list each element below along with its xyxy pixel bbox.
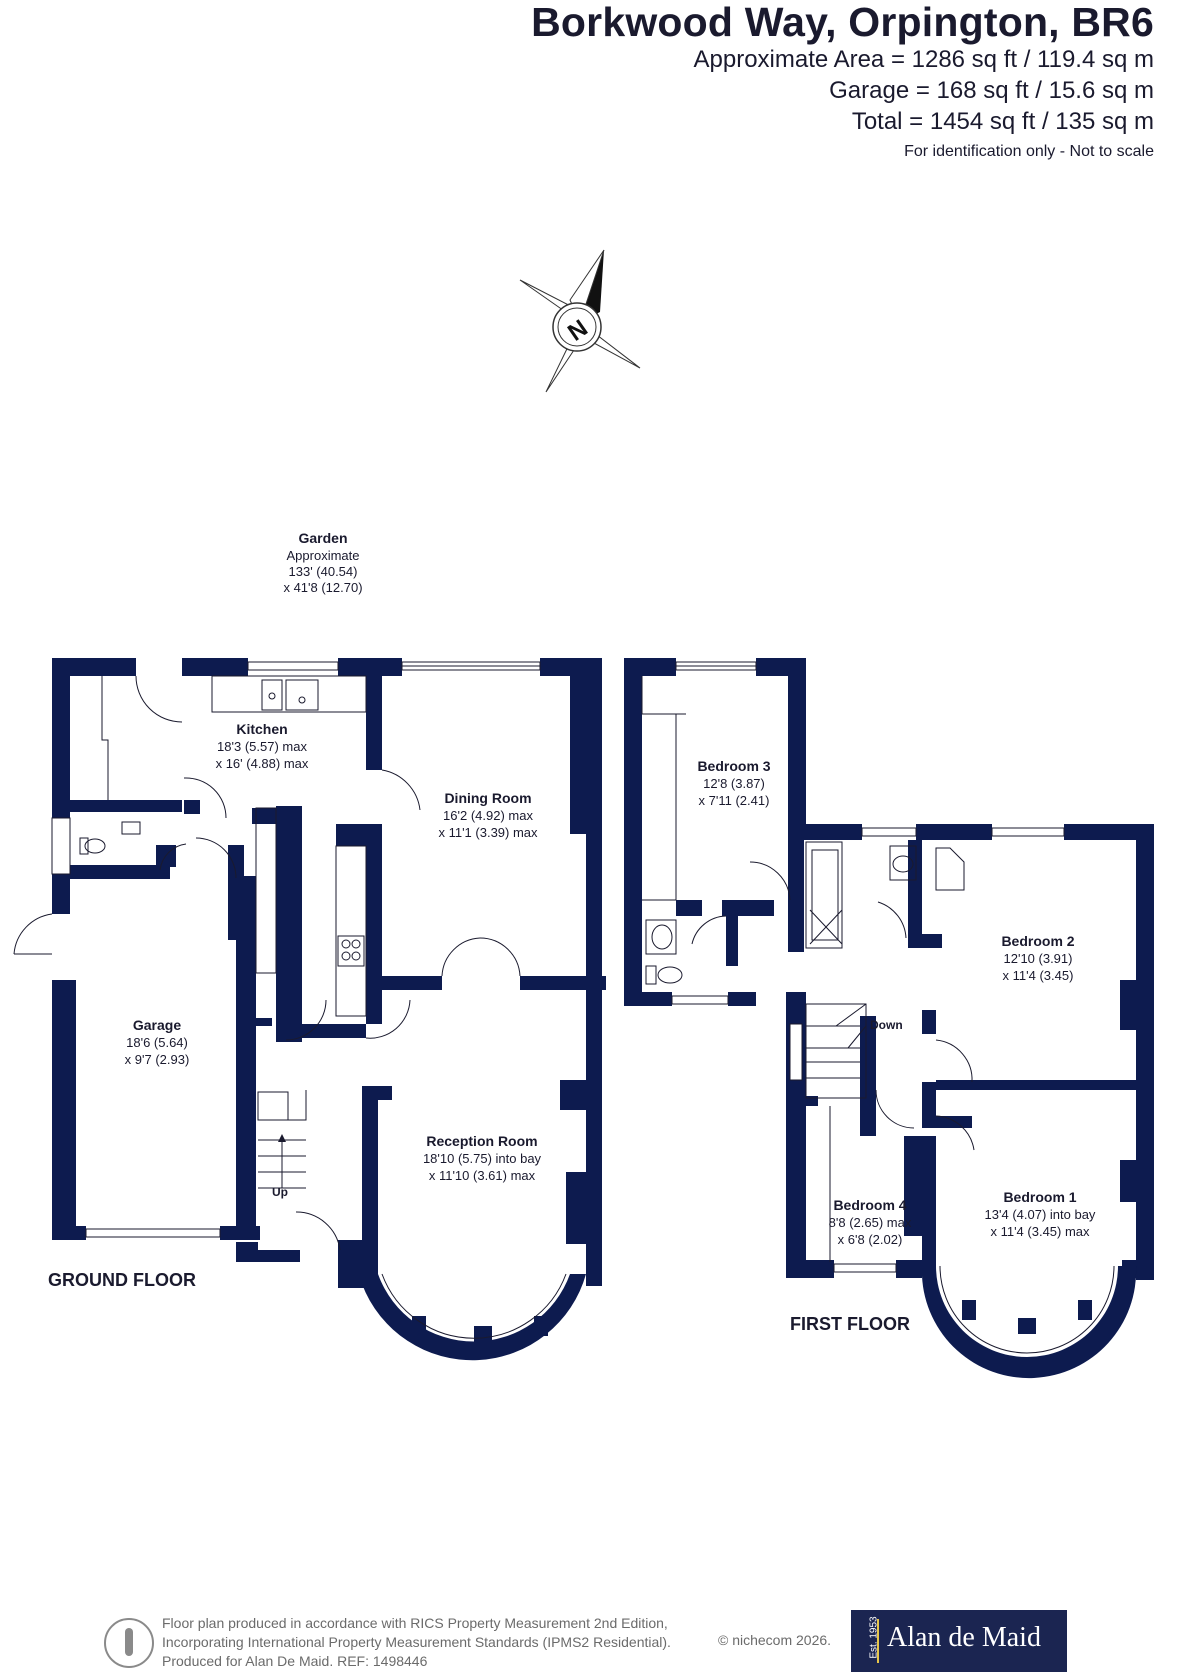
kitchen-name: Kitchen [236,721,287,737]
first-floor-fixtures [641,661,1115,1354]
bedroom1-name: Bedroom 1 [1003,1189,1076,1205]
garden-line-1: Approximate [287,548,360,563]
garden-line-3: x 41'8 (12.70) [283,580,362,595]
bedroom2-dim2: x 11'4 (3.45) [1003,968,1074,983]
approx-area-line: Approximate Area = 1286 sq ft / 119.4 sq… [693,46,1155,73]
total-area-line: Total = 1454 sq ft / 135 sq m [851,108,1154,135]
stairs-down-label: Down [870,1018,903,1032]
bedroom3-name: Bedroom 3 [697,758,770,774]
garden-line-2: 133' (40.54) [289,564,358,579]
reception-dim1: 18'10 (5.75) into bay [423,1151,542,1166]
brand-logo: Est. 1953 Alan de Maid [851,1610,1067,1672]
footer: Floor plan produced in accordance with R… [100,1608,1100,1678]
bedroom4-name: Bedroom 4 [833,1197,906,1213]
dining-dim1: 16'2 (4.92) max [443,808,533,823]
bedroom3-dim1: 12'8 (3.87) [703,776,765,791]
kitchen-dim2: x 16' (4.88) max [216,756,309,771]
first-floor-label: FIRST FLOOR [790,1314,910,1334]
room-labels: Kitchen 18'3 (5.57) max x 16' (4.88) max… [48,721,1096,1334]
reception-dim2: x 11'10 (3.61) max [429,1168,536,1183]
garden-label: Garden Approximate 133' (40.54) x 41'8 (… [283,530,362,595]
garage-name: Garage [133,1017,181,1033]
ground-floor-fixtures [13,661,567,1339]
header: Borkwood Way, Orpington, BR6 Approximate… [531,0,1154,161]
bedroom4-dim1: 8'8 (2.65) max [829,1215,912,1230]
compass-icon: N [519,249,641,393]
footer-line-1: Floor plan produced in accordance with R… [162,1615,668,1631]
dining-name: Dining Room [444,790,531,806]
bedroom2-name: Bedroom 2 [1001,933,1074,949]
stairs-up-label: Up [272,1185,288,1199]
person-icon [104,1618,154,1668]
bedroom2-dim1: 12'10 (3.91) [1004,951,1073,966]
brand-name: Alan de Maid [887,1622,1041,1653]
garage-area-line: Garage = 168 sq ft / 15.6 sq m [829,77,1154,104]
bedroom1-dim2: x 11'4 (3.45) max [990,1224,1090,1239]
first-floor-walls [624,658,1154,1379]
bedroom1-dim1: 13'4 (4.07) into bay [985,1207,1096,1222]
reception-name: Reception Room [426,1133,537,1149]
property-title: Borkwood Way, Orpington, BR6 [531,0,1154,45]
footer-text: Floor plan produced in accordance with R… [162,1614,671,1671]
copyright: © nichecom 2026. [718,1632,832,1648]
kitchen-dim1: 18'3 (5.57) max [217,739,307,754]
dining-dim2: x 11'1 (3.39) max [438,825,538,840]
garage-dim1: 18'6 (5.64) [126,1035,188,1050]
bedroom4-dim2: x 6'8 (2.02) [838,1232,903,1247]
ground-floor-walls [52,658,606,1361]
footer-line-2: Incorporating International Property Mea… [162,1634,671,1650]
garden-name: Garden [298,530,347,546]
footer-line-3: Produced for Alan De Maid. REF: 1498446 [162,1653,428,1669]
disclaimer: For identification only - Not to scale [904,143,1154,160]
garage-dim2: x 9'7 (2.93) [125,1052,190,1067]
brand-divider [877,1619,879,1663]
ground-floor-label: GROUND FLOOR [48,1270,196,1290]
bedroom3-dim2: x 7'11 (2.41) [699,793,770,808]
